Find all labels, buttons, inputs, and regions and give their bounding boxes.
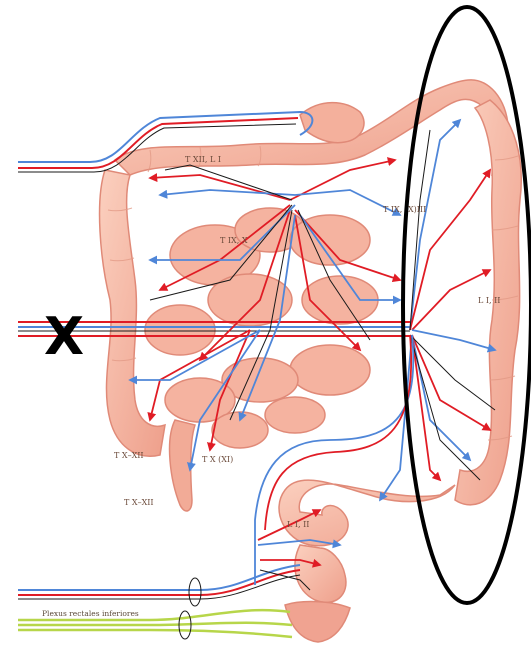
label-tx-xii-left: T X–XII	[114, 451, 144, 460]
label-tx-xi: T X (XI)	[202, 455, 233, 464]
label-tix-x: T IX, X	[220, 236, 248, 245]
label-lii-bottom: L I, II	[287, 520, 309, 529]
x-marker: X	[44, 307, 84, 367]
label-txii-li: T XII, L I	[185, 155, 221, 164]
incoming-vessels-bottom	[18, 565, 300, 606]
colon-upper-loop	[300, 103, 364, 143]
label-plexus-rectales-inferiores: Plexus rectales inferiores	[42, 609, 139, 618]
bowel-group	[100, 80, 522, 642]
rectum	[295, 545, 346, 602]
label-lii-right: L I, II	[478, 296, 500, 305]
anal-canal	[285, 602, 350, 642]
label-tx-xii-bottom: T X–XII	[124, 498, 154, 507]
